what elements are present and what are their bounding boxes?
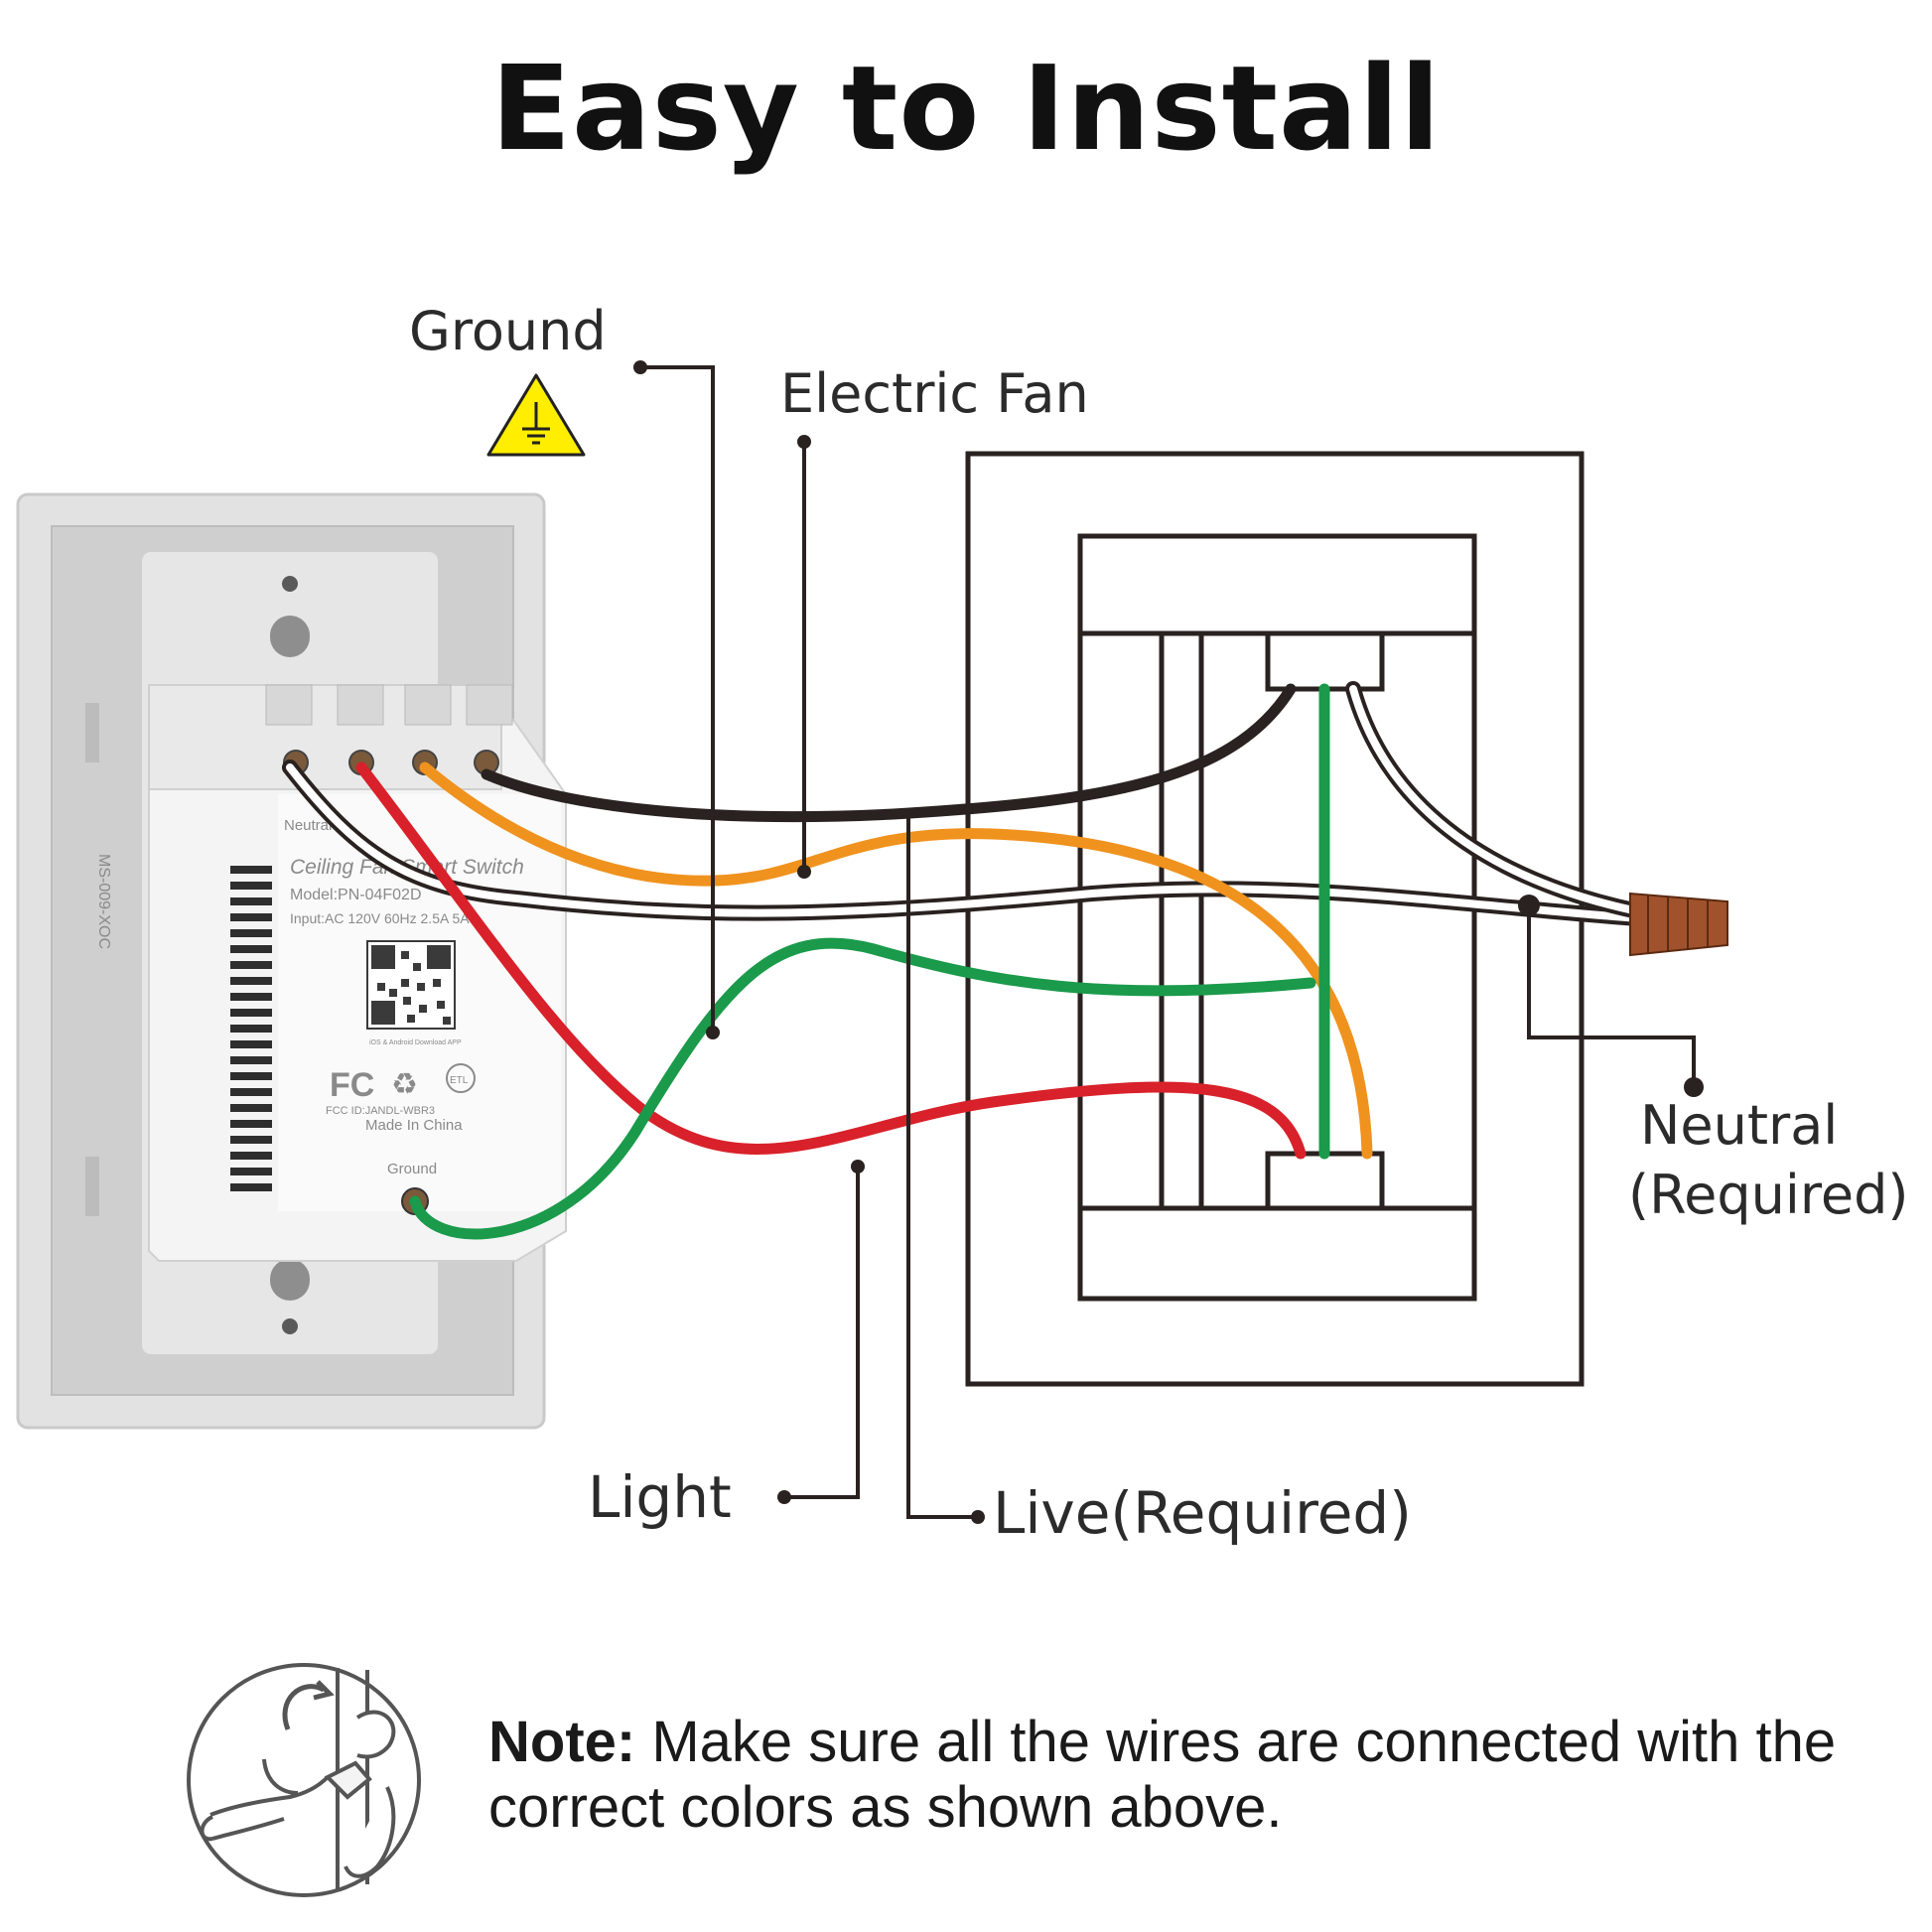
- label-neutral-required: (Required): [1628, 1164, 1908, 1226]
- junction-box-inner: [1077, 533, 1477, 1302]
- mount-slot-top: [270, 616, 310, 657]
- connector-block-bottom: [1265, 1151, 1385, 1211]
- side-clip-bottom: [85, 1157, 99, 1216]
- wire-live: [481, 683, 1297, 823]
- mount-slot-bottom: [270, 1259, 310, 1301]
- fc-logo: FC: [330, 1066, 374, 1104]
- wire-light: [355, 761, 1307, 1160]
- device-ground-term: Ground: [387, 1161, 437, 1177]
- note-label: Note:: [488, 1710, 636, 1774]
- mount-hole-bottom: [282, 1318, 298, 1334]
- device-neutral-term: Neutral: [284, 817, 332, 834]
- callout-dots: [633, 360, 1704, 1524]
- label-ground: Ground: [409, 300, 607, 362]
- side-code-text: MS-009-XOC: [95, 854, 112, 949]
- label-live: Live(Required): [993, 1479, 1412, 1547]
- device-model: Model:PN-04F02D: [290, 887, 422, 903]
- callout-neutral-line: [1527, 905, 1696, 1087]
- callout-lines: [640, 365, 1696, 1519]
- page-title: Easy to Install: [490, 40, 1442, 177]
- wire-ground: [409, 937, 1316, 1240]
- ground-warning-icon: [486, 373, 586, 457]
- junction-box: [965, 451, 1585, 1387]
- label-neutral: Neutral: [1640, 1094, 1838, 1157]
- twist-connector-icon: [187, 1663, 421, 1897]
- callout-ground-line: [640, 365, 715, 1033]
- qr-code: [366, 940, 456, 1030]
- wires: [282, 681, 1646, 1240]
- device-input: Input:AC 120V 60Hz 2.5A 5A: [290, 910, 470, 926]
- callout-light-line: [784, 1167, 860, 1499]
- connector-block-top: [1265, 630, 1385, 692]
- wire-fan: [419, 761, 1373, 1160]
- cert-mark-circle: [446, 1063, 476, 1093]
- wire-neutral-right: [1345, 681, 1646, 919]
- wire-nut-icon: [1629, 892, 1728, 957]
- smart-switch-device: MS-009-XOC Neutral: [16, 492, 567, 1430]
- side-clip-top: [85, 703, 99, 762]
- note-body: Make sure all the wires are connected wi…: [488, 1710, 1837, 1840]
- mount-hole-top: [282, 576, 298, 592]
- device-fcc-id: FCC ID:JANDL-WBR3: [326, 1105, 435, 1117]
- callout-live-line: [906, 814, 978, 1519]
- recycle-icon: ♻: [391, 1068, 418, 1101]
- label-light: Light: [588, 1463, 732, 1531]
- device-app-note: iOS & Android Download APP: [369, 1039, 462, 1046]
- vent-slots: [230, 866, 272, 1191]
- cert-mark: ETL: [450, 1075, 469, 1086]
- device-made-in: Made In China: [365, 1117, 463, 1134]
- label-electric-fan: Electric Fan: [780, 362, 1089, 425]
- note-text: Note: Make sure all the wires are connec…: [488, 1710, 1898, 1841]
